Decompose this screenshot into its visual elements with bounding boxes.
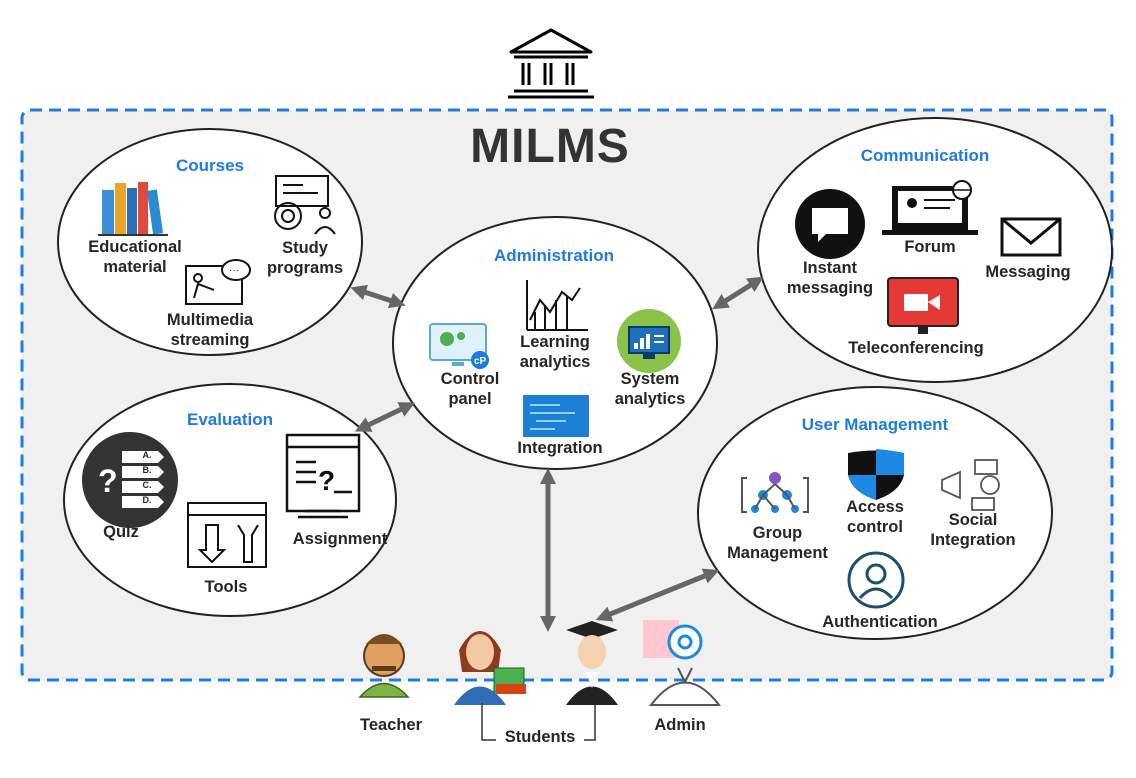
quiz-option-d: D.	[142, 495, 152, 505]
admin-label-control: Control panel	[440, 370, 500, 408]
evaluation-title: Evaluation	[187, 410, 273, 429]
um-label-social: Social Integration	[930, 511, 1016, 549]
control-panel-icon: cP	[429, 323, 489, 369]
arrow-evaluation-admin	[354, 402, 416, 432]
um-label-authentication: Authentication	[822, 613, 938, 631]
authentication-icon	[847, 551, 905, 609]
arrow-students-usermgmt	[595, 568, 720, 622]
assignment-icon: ?	[285, 433, 361, 519]
teacher-icon	[358, 634, 410, 698]
admin-label-learning: Learning analytics	[519, 333, 591, 371]
student-graduate-icon	[566, 621, 618, 705]
tools-icon	[187, 502, 267, 568]
admin-icon	[643, 620, 722, 706]
courses-label-multimedia: Multimedia streaming	[166, 311, 254, 349]
multimedia-icon: ···	[185, 259, 251, 305]
student-female-icon	[454, 631, 526, 705]
page-title: MILMS	[470, 120, 630, 173]
quiz-option-c: C.	[142, 480, 152, 490]
teleconferencing-icon	[887, 277, 959, 334]
user-label-admin: Admin	[654, 716, 706, 734]
svg-text:cP: cP	[474, 356, 487, 367]
comm-label-messaging: Messaging	[985, 263, 1071, 281]
group-management-icon	[741, 472, 809, 513]
quiz-option-b: B.	[142, 465, 152, 475]
courses-label-study: Study programs	[266, 239, 344, 277]
students-bracket	[481, 703, 596, 741]
eval-label-tools: Tools	[204, 578, 248, 596]
quiz-option-a: A.	[142, 450, 152, 460]
communication-title: Communication	[860, 146, 990, 165]
books-icon	[98, 182, 168, 236]
user-management-title: User Management	[801, 415, 949, 434]
communication-module[interactable]	[757, 117, 1113, 383]
administration-title: Administration	[494, 246, 614, 265]
svg-text:?: ?	[98, 463, 118, 499]
connection-arrows	[350, 276, 764, 633]
eval-label-assignment: Assignment	[292, 530, 388, 548]
svg-text:?: ?	[318, 465, 335, 496]
comm-label-instant: Instant messaging	[786, 259, 874, 297]
study-programs-icon	[274, 175, 336, 235]
quiz-icon: ?	[82, 432, 178, 528]
system-analytics-icon	[617, 309, 681, 373]
um-label-group: Group Management	[727, 524, 828, 562]
institution-icon	[508, 28, 594, 99]
user-label-students: Students	[504, 728, 576, 746]
courses-label-educational: Educational material	[88, 238, 182, 276]
admin-label-system: System analytics	[614, 370, 686, 408]
eval-label-quiz: Quiz	[103, 523, 139, 541]
social-integration-icon	[941, 459, 1000, 511]
user-management-module[interactable]	[697, 386, 1053, 640]
svg-text:···: ···	[229, 265, 239, 276]
admin-label-integration: Integration	[517, 439, 603, 457]
arrow-admin-communication	[712, 276, 764, 310]
arrow-courses-admin	[350, 284, 406, 309]
comm-label-forum: Forum	[904, 238, 956, 256]
courses-title: Courses	[175, 156, 245, 175]
instant-messaging-icon	[795, 189, 865, 259]
messaging-icon	[1000, 217, 1062, 257]
forum-icon	[882, 180, 978, 235]
integration-icon	[523, 395, 589, 437]
comm-label-teleconferencing: Teleconferencing	[848, 339, 984, 357]
um-label-access: Access control	[846, 498, 904, 536]
access-control-icon	[848, 449, 904, 500]
user-label-teacher: Teacher	[359, 716, 423, 734]
learning-analytics-icon	[526, 280, 588, 331]
